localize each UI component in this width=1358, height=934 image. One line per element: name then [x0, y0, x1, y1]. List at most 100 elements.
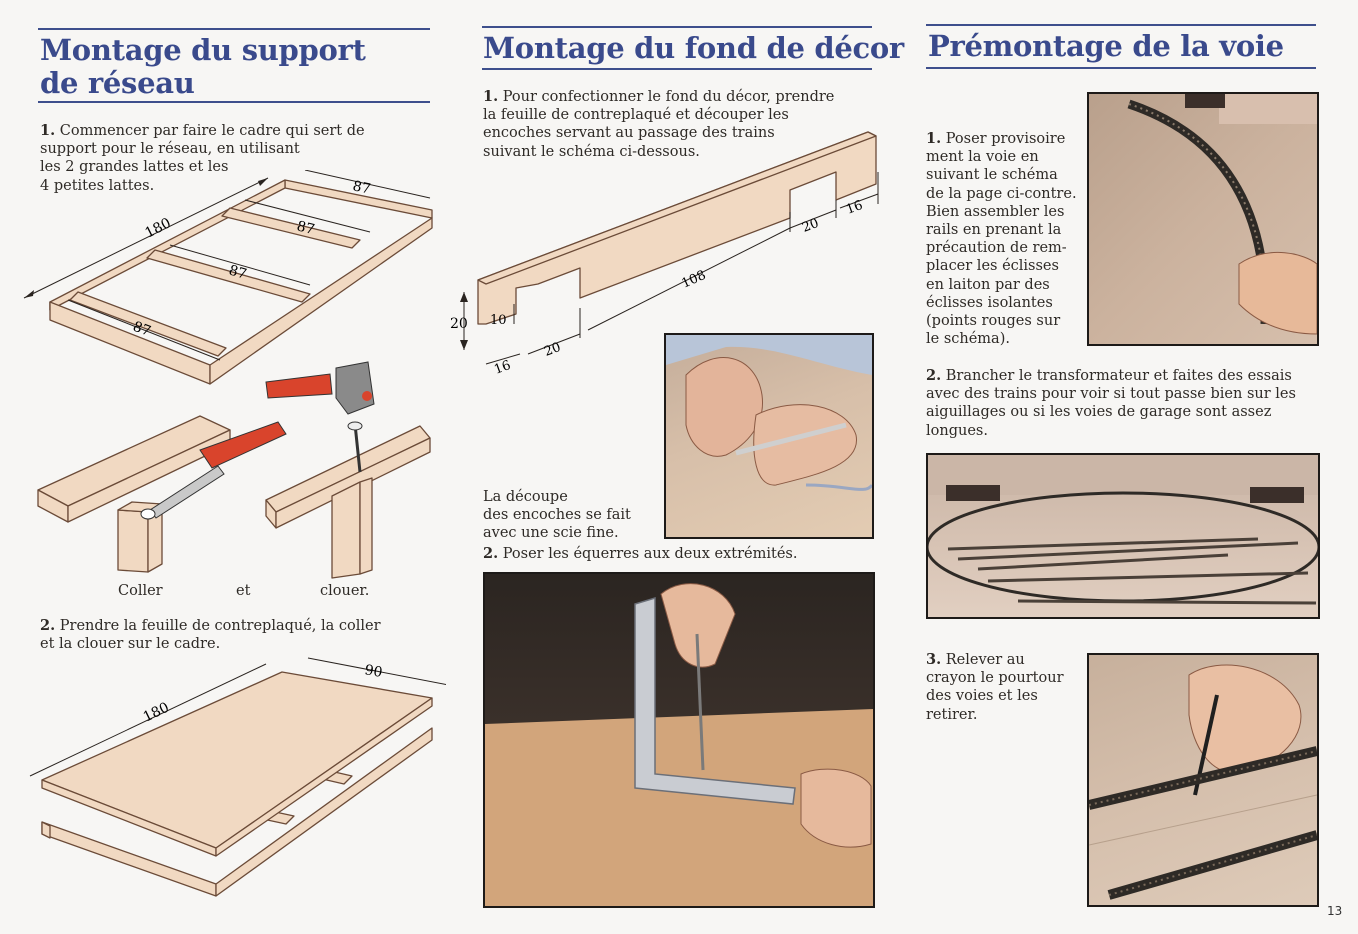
- saw-caption-line: La découpe: [483, 489, 568, 505]
- photo-track-layout: [926, 453, 1320, 619]
- saw-photo-caption: La découpe des encoches se fait avec une…: [483, 488, 663, 543]
- track-step3-line: Relever au: [945, 652, 1025, 668]
- decor-step1-line: la feuille de contreplaqué et découper l…: [483, 107, 789, 124]
- frame-dim-a: 87: [295, 218, 316, 238]
- title-decor: Montage du fond de décor: [483, 31, 904, 65]
- decor-board-face: [477, 131, 877, 325]
- decor-step2-num: 2.: [483, 545, 499, 562]
- track-step1-line: de la page ci-contre.: [926, 185, 1077, 202]
- support-step2-line: Prendre la feuille de contreplaqué, la c…: [59, 618, 381, 634]
- track-step1-line: précaution de rem-: [926, 240, 1067, 257]
- caption-glue: Coller: [118, 583, 163, 599]
- decor-dim-right-notch: 20: [800, 216, 821, 236]
- track-step1-line: éclisses isolantes: [926, 294, 1053, 311]
- title-rule-top-track: [926, 24, 1316, 26]
- track-step2-line: Brancher le transformateur et faites des…: [945, 368, 1292, 384]
- title-support: Montage du support de réseau: [40, 34, 440, 100]
- track-step3-text: 3. Relever au crayon le pourtour des voi…: [926, 651, 1084, 724]
- track-step1-num: 1.: [926, 130, 942, 147]
- frame-lath-cross: [146, 249, 311, 303]
- photo-bracket: [483, 572, 875, 908]
- decor-step1-line: Pour confectionner le fond du décor, pre…: [502, 89, 835, 105]
- frame-lath-cross: [221, 207, 361, 249]
- board-diagram: 180 90: [29, 657, 446, 897]
- support-step1-line: 4 petites lattes.: [40, 177, 155, 194]
- track-step1-line: suivant le schéma: [926, 167, 1058, 184]
- track-step1-text: 1. Poser provisoire ment la voie en suiv…: [926, 130, 1088, 348]
- saw-caption-line: avec une scie fine.: [483, 525, 619, 542]
- decor-step1-line: suivant le schéma ci-dessous.: [483, 143, 700, 160]
- curved-track-icon: [1127, 94, 1317, 335]
- track-step1-line: en laiton par des: [926, 276, 1050, 293]
- title-rule-top-support: [38, 28, 430, 30]
- decor-dim-left-margin: 16: [492, 358, 513, 378]
- track-step2-line: aiguillages ou si les voies de garage so…: [926, 404, 1272, 421]
- photo-saw-cut: [664, 333, 874, 539]
- track-step2-num: 2.: [926, 367, 942, 384]
- photo-track-curve: [1087, 92, 1319, 346]
- decor-step2-text: 2. Poser les équerres aux deux extrémité…: [483, 545, 873, 563]
- decor-dim-height: 20: [450, 316, 468, 332]
- track-step3-num: 3.: [926, 651, 942, 668]
- small-block: [117, 509, 149, 573]
- frame-dim-long: 180: [143, 215, 174, 241]
- title-rule-bottom-support: [38, 101, 430, 103]
- title-rule-top-decor: [482, 26, 872, 28]
- frame-dim-top: 87: [351, 178, 372, 197]
- decor-step1-text: 1. Pour confectionner le fond du décor, …: [483, 88, 863, 161]
- title-track: Prémontage de la voie: [928, 29, 1284, 63]
- track-step1-line: placer les éclisses: [926, 258, 1059, 275]
- track-step3-line: retirer.: [926, 706, 978, 723]
- track-step1-line: Poser provisoire: [945, 131, 1066, 147]
- support-step2-num: 2.: [40, 617, 56, 634]
- title-rule-bottom-track: [926, 67, 1316, 69]
- notched-board-diagram: 20 10 16 20 108 20 16: [450, 131, 879, 378]
- hammer-icon: [265, 361, 375, 473]
- decor-dim-notch-depth: 10: [490, 313, 507, 328]
- pencil-track-icon: [1089, 664, 1317, 900]
- decor-step1-line: encoches servant au passage des trains: [483, 125, 775, 142]
- track-step3-line: crayon le pourtour: [926, 670, 1064, 687]
- support-step2-text: 2. Prendre la feuille de contreplaqué, l…: [40, 617, 430, 653]
- track-step1-line: le schéma).: [926, 331, 1010, 348]
- caption-nail: clouer.: [320, 583, 370, 599]
- frame-diagram: 180 87 87 87 87: [23, 170, 433, 385]
- page-number: 13: [1327, 904, 1343, 918]
- glue-nail-diagram: [37, 361, 431, 579]
- support-step1-line: support pour le réseau, en utilisant: [40, 141, 300, 158]
- decor-step2-line: Poser les équerres aux deux extrémités.: [502, 546, 798, 562]
- support-step2-line: et la clouer sur le cadre.: [40, 636, 221, 653]
- track-step3-line: des voies et les: [926, 688, 1038, 705]
- decor-board-top: [477, 131, 877, 285]
- frame-lath-left: [49, 179, 286, 311]
- right-post: [331, 481, 361, 579]
- hands-saw-icon: [666, 335, 872, 491]
- title-rule-bottom-decor: [482, 68, 872, 70]
- hands-bracket-icon: [485, 583, 873, 906]
- title-support-line1: Montage du support: [40, 33, 366, 67]
- track-layout-icon: [928, 455, 1318, 605]
- track-step1-line: Bien assembler les: [926, 203, 1065, 220]
- board-dim-long: 180: [141, 699, 172, 725]
- track-step2-line: avec des trains pour voir si tout passe …: [926, 386, 1296, 403]
- track-step1-line: ment la voie en: [926, 149, 1039, 166]
- frame-lath-cross: [69, 291, 227, 357]
- frame-dim-b: 87: [227, 262, 249, 282]
- track-step1-line: (points rouges sur: [926, 313, 1061, 330]
- glue-brush-icon: [140, 421, 287, 520]
- track-step2-line: longues.: [926, 422, 988, 439]
- decor-dim-left-notch: 20: [542, 340, 563, 360]
- support-step1-text: 1. Commencer par faire le cadre qui sert…: [40, 122, 420, 195]
- saw-caption-line: des encoches se fait: [483, 507, 631, 524]
- decor-step1-num: 1.: [483, 88, 499, 105]
- board-dim-short: 90: [363, 662, 383, 681]
- support-step1-line: Commencer par faire le cadre qui sert de: [59, 123, 365, 139]
- title-support-line2: de réseau: [40, 66, 195, 100]
- caption-and: et: [236, 583, 251, 599]
- decor-dim-right-margin: 16: [844, 198, 865, 218]
- track-step1-line: rails en prenant la: [926, 222, 1062, 239]
- plywood-sheet: [41, 671, 433, 849]
- left-beam: [37, 415, 231, 507]
- track-step2-text: 2. Brancher le transformateur et faites …: [926, 367, 1318, 440]
- support-step1-num: 1.: [40, 122, 56, 139]
